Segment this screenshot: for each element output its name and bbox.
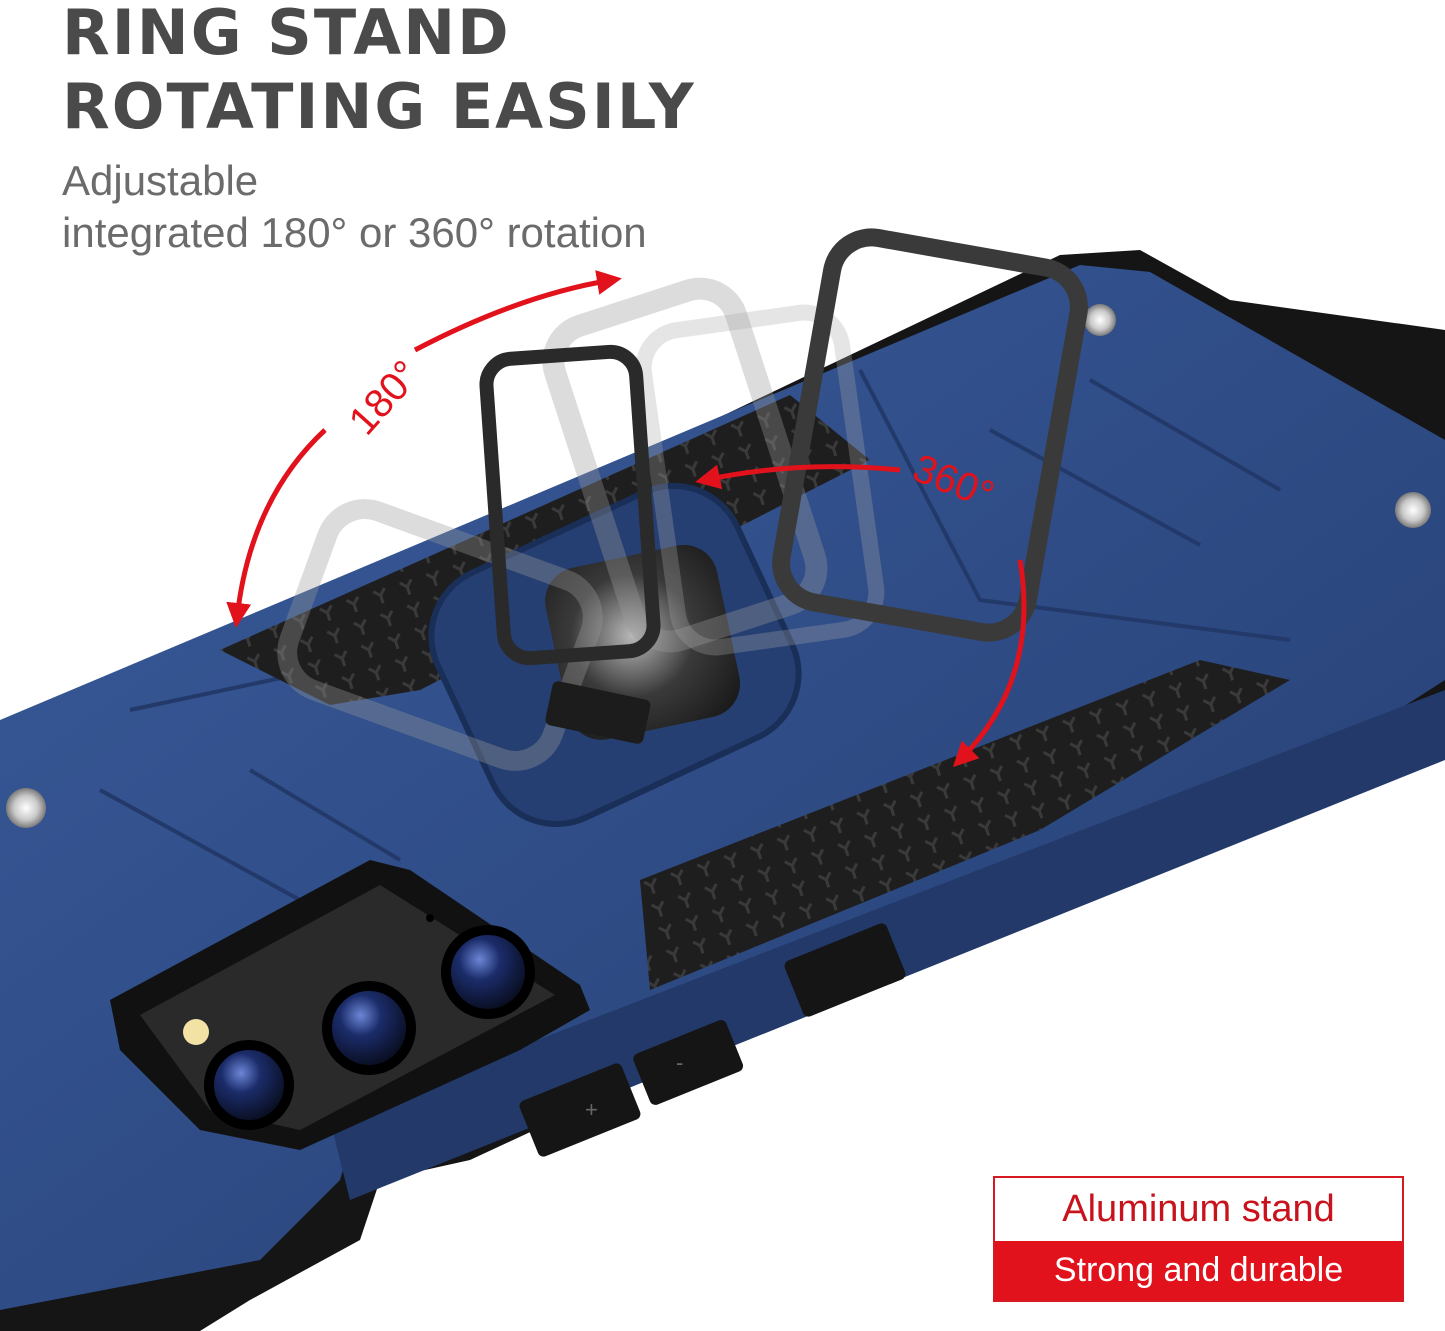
badge-strong-durable: Strong and durable xyxy=(995,1241,1402,1300)
arrow-180-lower xyxy=(226,428,327,628)
screw-right xyxy=(1395,492,1431,528)
subtitle-line-1: Adjustable xyxy=(62,157,259,204)
camera-lens-1 xyxy=(204,1040,294,1130)
volume-up-label: + xyxy=(585,1097,598,1122)
headline-line-2: ROTATING EASILY xyxy=(62,70,696,143)
camera-flash xyxy=(183,1019,209,1045)
feature-badge: Aluminum stand Strong and durable xyxy=(993,1176,1404,1302)
arrow-360-down xyxy=(952,559,1027,768)
arrow-360-left xyxy=(695,464,901,490)
volume-up-button xyxy=(519,1063,641,1157)
power-button xyxy=(784,923,906,1017)
ring-hinge xyxy=(545,681,651,744)
badge-aluminum-stand: Aluminum stand xyxy=(1062,1188,1335,1230)
camera-lens-3 xyxy=(441,925,535,1019)
volume-down-button xyxy=(633,1020,744,1105)
camera-lens-2 xyxy=(322,981,416,1075)
screw-top-right xyxy=(1084,304,1116,336)
headline-line-1: RING STAND xyxy=(62,0,511,69)
volume-down-label: - xyxy=(676,1050,683,1075)
ring-stand-right xyxy=(772,228,1088,642)
screw-left xyxy=(6,788,46,828)
subtitle-line-2: integrated 180° or 360° rotation xyxy=(62,209,647,256)
tread-grip-bottom xyxy=(640,660,1290,990)
arrow-180-label: 180° xyxy=(341,352,429,443)
camera-mic xyxy=(426,914,434,922)
ring-stand-front xyxy=(479,344,661,666)
arrow-180-upper xyxy=(413,270,622,353)
